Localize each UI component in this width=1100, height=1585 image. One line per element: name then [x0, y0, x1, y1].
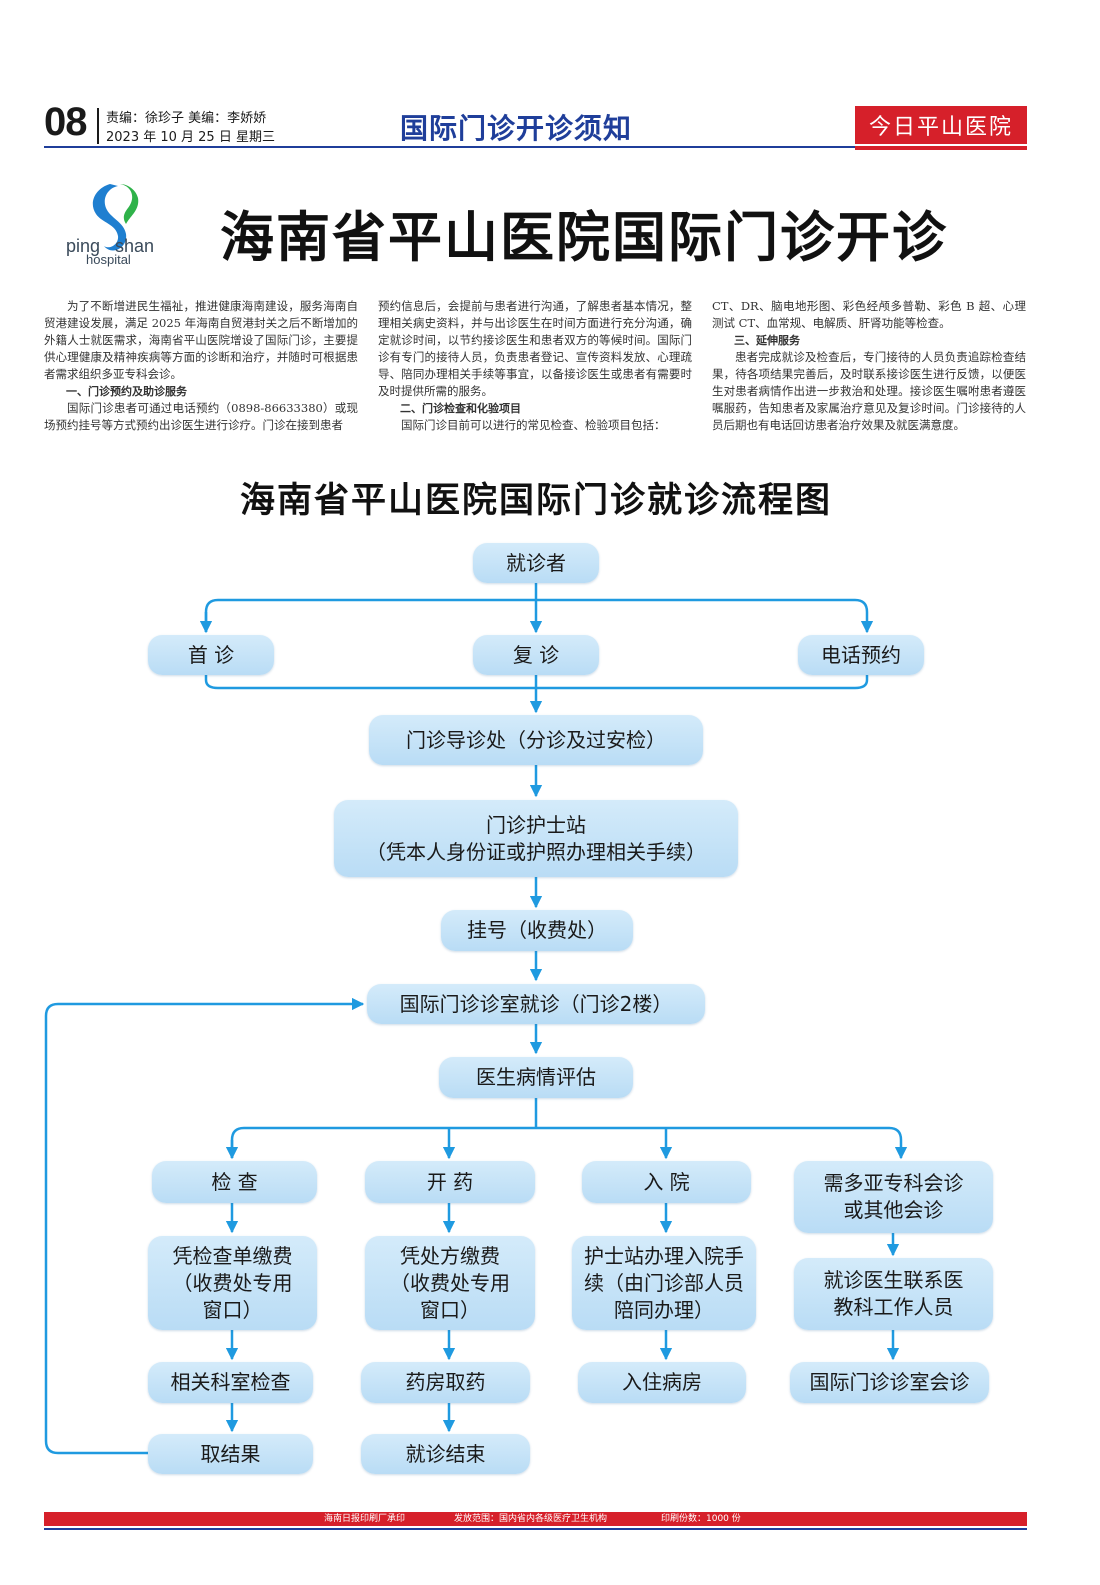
- node-prescribe: 开 药: [365, 1161, 535, 1203]
- editor-credits: 责编：徐珍子 美编：李娇娇: [106, 111, 267, 126]
- node-return-visit: 复 诊: [473, 635, 599, 675]
- node-assessment: 医生病情评估: [439, 1057, 633, 1098]
- article-subheading: 三、延伸服务: [734, 334, 800, 347]
- article-paragraph: CT、DR、脑电地形图、彩色经颅多普勒、彩色 B 超、心理测试 CT、血常规、电…: [712, 299, 1026, 330]
- article-paragraph: 预约信息后，会提前与患者进行沟通，了解患者基本情况，整理相关病史资料，并与出诊医…: [378, 299, 692, 398]
- article-column-2: 预约信息后，会提前与患者进行沟通，了解患者基本情况，整理相关病史资料，并与出诊医…: [378, 298, 692, 434]
- node-clinic-room: 国际门诊诊室就诊（门诊2楼）: [367, 984, 705, 1024]
- logo-text-ping: ping: [66, 236, 101, 256]
- node-intl-consult: 国际门诊诊室会诊: [790, 1362, 989, 1403]
- page-number: 08: [44, 100, 87, 144]
- article-paragraph: 患者完成就诊及检查后，专门接待的人员负责追踪检查结果，待各项结果完善后，及时联系…: [712, 350, 1026, 432]
- footer-rule: [44, 1528, 1027, 1530]
- node-contact-staff: 就诊医生联系医教科工作人员: [794, 1258, 993, 1330]
- node-exam-payment: 凭检查单缴费（收费处专用窗口）: [148, 1236, 317, 1330]
- article-column-3: CT、DR、脑电地形图、彩色经颅多普勒、彩色 B 超、心理测试 CT、血常规、电…: [712, 298, 1026, 434]
- node-prescription-payment: 凭处方缴费（收费处专用窗口）: [365, 1236, 535, 1330]
- article-column-1: 为了不断增进民生福祉，推进健康海南建设，服务海南自贸港建设发展，满足 2025 …: [44, 298, 358, 434]
- node-registration: 挂号（收费处）: [441, 910, 633, 951]
- article-paragraph: 国际门诊患者可通过电话预约（0898-86633380）或现场预约挂号等方式预约…: [44, 401, 358, 432]
- issue-date: 2023 年 10 月 25 日 星期三: [106, 130, 275, 145]
- article-subheading: 一、门诊预约及助诊服务: [66, 385, 187, 398]
- node-nurse-station-line2: （凭本人身份证或护照办理相关手续）: [366, 839, 706, 864]
- logo-text-hospital: hospital: [86, 252, 131, 267]
- node-consult: 需多亚专科会诊或其他会诊: [794, 1161, 993, 1233]
- footer-printer: 海南日报印刷厂承印: [324, 1514, 406, 1524]
- node-exam: 检 查: [152, 1161, 317, 1203]
- node-first-visit: 首 诊: [148, 635, 274, 675]
- node-department-exam: 相关科室检查: [148, 1362, 313, 1403]
- header-rule-accent: [855, 146, 1027, 150]
- node-ward: 入住病房: [578, 1362, 746, 1403]
- node-patient: 就诊者: [473, 543, 599, 583]
- node-nurse-station-line1: 门诊护士站: [486, 812, 586, 837]
- node-nurse-station: 门诊护士站 （凭本人身份证或护照办理相关手续）: [334, 800, 738, 877]
- hospital-logo: [92, 184, 139, 251]
- article-subheading: 二、门诊检查和化验项目: [400, 402, 521, 415]
- main-headline: 海南省平山医院国际门诊开诊: [220, 206, 948, 269]
- article-paragraph: 为了不断增进民生福祉，推进健康海南建设，服务海南自贸港建设发展，满足 2025 …: [44, 299, 358, 381]
- header-rule: [44, 146, 1027, 148]
- node-admission: 入 院: [582, 1161, 751, 1203]
- footer-copies: 印刷份数：1000 份: [661, 1514, 741, 1524]
- footer-bar: 海南日报印刷厂承印 发放范围：国内省内各级医疗卫生机构 印刷份数：1000 份: [44, 1512, 1027, 1526]
- header-divider: [97, 108, 99, 144]
- flowchart-title: 海南省平山医院国际门诊就诊流程图: [239, 481, 832, 521]
- logo-text-shan: shan: [115, 236, 155, 256]
- masthead-badge: 今日平山医院: [855, 106, 1027, 144]
- node-phone-booking: 电话预约: [798, 635, 924, 675]
- article-paragraph: 国际门诊目前可以进行的常见检查、检验项目包括：: [401, 418, 666, 432]
- node-pharmacy: 药房取药: [361, 1362, 530, 1403]
- node-end-visit: 就诊结束: [361, 1434, 530, 1474]
- node-triage: 门诊导诊处（分诊及过安检）: [369, 715, 703, 765]
- footer-distribution: 发放范围：国内省内各级医疗卫生机构: [454, 1514, 608, 1524]
- section-title: 国际门诊开诊须知: [400, 112, 633, 145]
- node-admission-procedure: 护士站办理入院手续（由门诊部人员陪同办理）: [572, 1236, 756, 1330]
- node-get-results: 取结果: [148, 1434, 313, 1474]
